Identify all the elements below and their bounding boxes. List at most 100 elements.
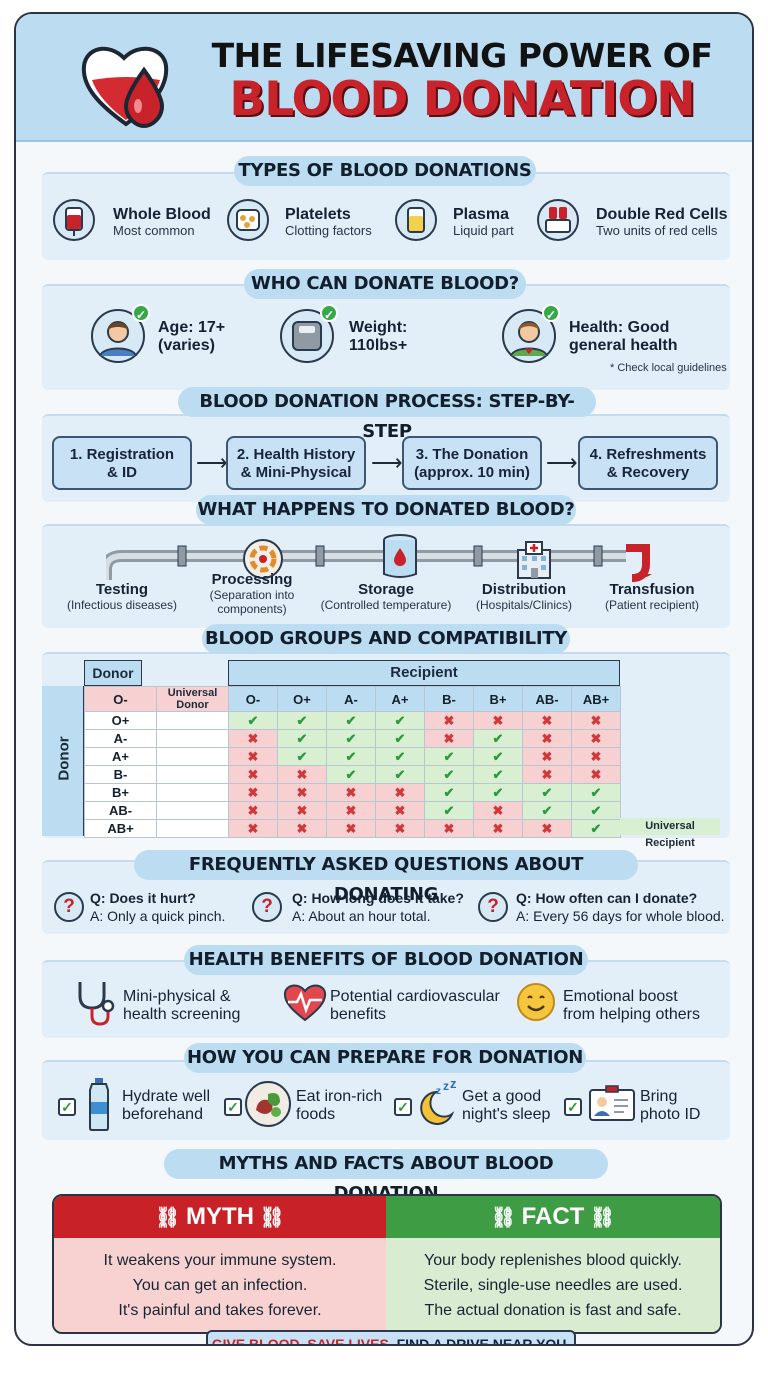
- recipient-group-header: B-: [424, 686, 474, 712]
- table-row: AB-✖✖✖✖✔✖✔✔: [84, 801, 621, 820]
- compatible-check-icon: ✔: [424, 801, 474, 820]
- compatible-check-icon: ✔: [277, 711, 327, 730]
- apheresis-machine-icon: [537, 199, 579, 241]
- stage-storage: Storage: [358, 581, 414, 598]
- step-donation: 3. The Donation (approx. 10 min): [402, 436, 542, 490]
- fact-header: ⛓ FACT ⛓: [386, 1196, 720, 1238]
- myth-header: ⛓ MYTH ⛓: [54, 1196, 386, 1238]
- elig-age: Age: 17+ (varies): [158, 319, 226, 354]
- check-badge-icon: ✓: [132, 304, 150, 322]
- incompatible-cross-icon: ✖: [375, 801, 425, 820]
- blank-cell: [156, 765, 229, 784]
- checkbox-icon: ✓: [564, 1098, 582, 1116]
- question-icon: ?: [478, 892, 508, 922]
- smiley-icon: [517, 983, 555, 1021]
- incompatible-cross-icon: ✖: [228, 783, 278, 802]
- chain-link-icon: ⛓: [490, 1207, 522, 1229]
- incompatible-cross-icon: ✖: [375, 783, 425, 802]
- incompatible-cross-icon: ✖: [424, 711, 474, 730]
- blank-cell: [156, 729, 229, 748]
- broken-chain-icon: ⛓: [155, 1207, 186, 1229]
- benefit-emotional: Emotional boost from helping others: [563, 988, 700, 1023]
- check-badge-icon: ✓: [542, 304, 560, 322]
- checkbox-icon: ✓: [58, 1098, 76, 1116]
- stage-distribution: Distribution: [481, 581, 567, 598]
- compatible-check-icon: ✔: [473, 783, 523, 802]
- heart-drop-icon: [81, 46, 169, 129]
- faq-a-2: A: About an hour total.: [292, 908, 431, 924]
- arrow-right-icon: ⟶: [196, 450, 228, 475]
- stage-testing: Testing: [95, 581, 149, 598]
- incompatible-cross-icon: ✖: [522, 729, 572, 748]
- id-card-icon: [589, 1085, 635, 1121]
- incompatible-cross-icon: ✖: [228, 747, 278, 766]
- compatible-check-icon: ✔: [326, 747, 376, 766]
- incompatible-cross-icon: ✖: [277, 819, 327, 838]
- compatible-check-icon: ✔: [277, 747, 327, 766]
- stage-processing: Processing: [211, 571, 293, 588]
- healthy-person-icon: [502, 309, 556, 363]
- donor-side-label: Donor: [55, 736, 73, 781]
- step-refreshments: 4. Refreshments & Recovery: [578, 436, 718, 490]
- infographic-frame: THE LIFESAVING POWER OF BLOOD DONATION T…: [14, 12, 754, 1346]
- stage-distribution-sub: (Hospitals/Clinics): [475, 598, 573, 612]
- donor-cell: A+: [84, 747, 157, 766]
- incompatible-cross-icon: ✖: [571, 729, 621, 748]
- incompatible-cross-icon: ✖: [277, 801, 327, 820]
- journey-title: WHAT HAPPENS TO DONATED BLOOD?: [196, 495, 576, 525]
- incompatible-cross-icon: ✖: [326, 801, 376, 820]
- universal-recipient-label: Universal Recipient: [620, 818, 720, 849]
- stage-transfusion: Transfusion: [609, 581, 695, 598]
- incompatible-cross-icon: ✖: [522, 819, 572, 838]
- iron-foods-icon: [245, 1081, 291, 1127]
- water-bottle-icon: [89, 1078, 109, 1131]
- incompatible-cross-icon: ✖: [228, 819, 278, 838]
- prep-sleep: Get a good night's sleep: [462, 1088, 551, 1123]
- step-registration: 1. Registration & ID: [52, 436, 192, 490]
- donor-cell: AB-: [84, 801, 157, 820]
- donor-cell: A-: [84, 729, 157, 748]
- recipient-header: Recipient: [228, 660, 620, 686]
- compatible-check-icon: ✔: [571, 783, 621, 802]
- question-icon: ?: [252, 892, 282, 922]
- svg-text:z: z: [450, 1080, 457, 1091]
- incompatible-cross-icon: ✖: [473, 801, 523, 820]
- compatible-check-icon: ✔: [228, 711, 278, 730]
- myth-item: You can get an infection.: [132, 1277, 308, 1294]
- recipient-group-header: B+: [473, 686, 523, 712]
- compatible-check-icon: ✔: [522, 783, 572, 802]
- benefits-title: HEALTH BENEFITS OF BLOOD DONATION: [184, 945, 588, 975]
- types-title: TYPES OF BLOOD DONATIONS: [234, 156, 536, 186]
- blood-bag-icon: [53, 199, 95, 241]
- compat-title: BLOOD GROUPS AND COMPATIBILITY: [202, 624, 570, 654]
- blank-cell: [156, 747, 229, 766]
- faq-q-3: Q: How often can I donate?: [516, 890, 698, 906]
- universal-donor-label: Universal Donor: [156, 686, 229, 712]
- prep-iron: Eat iron-rich foods: [296, 1088, 383, 1123]
- title-line-1: THE LIFESAVING POWER OF: [211, 36, 713, 75]
- donor-cell: B-: [84, 765, 157, 784]
- check-badge-icon: ✓: [320, 304, 338, 322]
- fact-item: The actual donation is fast and safe.: [424, 1302, 682, 1319]
- footer-cta[interactable]: GIVE BLOOD. SAVE LIVES. FIND A DRIVE NEA…: [206, 1330, 576, 1344]
- fact-item: Your body replenishes blood quickly.: [424, 1252, 682, 1269]
- elig-weight: Weight: 110lbs+: [349, 319, 408, 354]
- incompatible-cross-icon: ✖: [522, 765, 572, 784]
- fact-item: Sterile, single-use needles are used.: [423, 1277, 683, 1294]
- incompatible-cross-icon: ✖: [473, 819, 523, 838]
- incompatible-cross-icon: ✖: [326, 819, 376, 838]
- donor-cell: AB+: [84, 819, 157, 838]
- header: THE LIFESAVING POWER OF BLOOD DONATION: [16, 14, 752, 142]
- donor-cell: O+: [84, 711, 157, 730]
- stage-processing-sub: (Separation into components): [209, 588, 295, 616]
- recipient-group-header: A-: [326, 686, 376, 712]
- checkbox-icon: ✓: [394, 1098, 412, 1116]
- compatible-check-icon: ✔: [571, 801, 621, 820]
- checkbox-icon: ✓: [224, 1098, 242, 1116]
- donor-cell: B+: [84, 783, 157, 802]
- arrow-right-icon: ⟶: [546, 450, 578, 475]
- heart-pulse-icon: [283, 984, 327, 1022]
- myths-title: MYTHS AND FACTS ABOUT BLOOD DONATION: [164, 1149, 608, 1204]
- prepare-title: HOW YOU CAN PREPARE FOR DONATION: [184, 1043, 586, 1073]
